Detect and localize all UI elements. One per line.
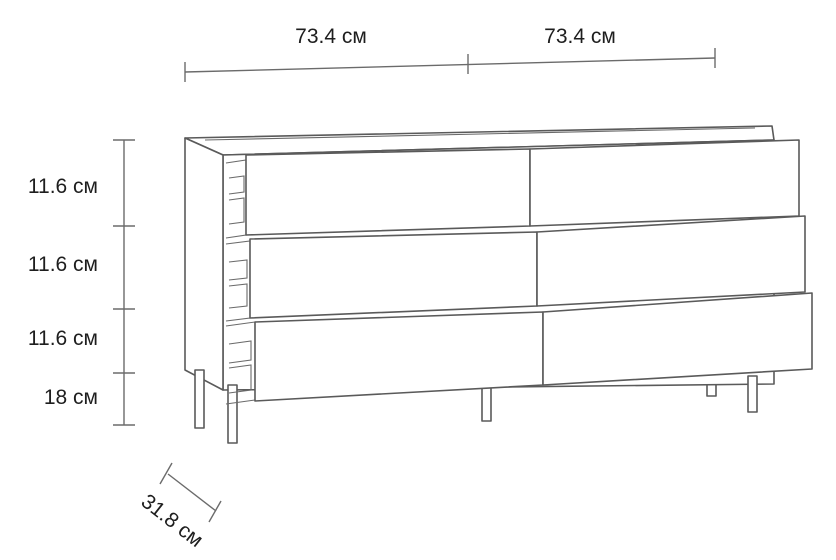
- runner-bottom-slot-2: [228, 364, 252, 394]
- leg-front-left: [227, 384, 238, 444]
- depth-dimension: 31.8 см: [137, 462, 222, 552]
- drawer-height-label-1: 11.6 см: [28, 175, 98, 198]
- top-inner-edge: [204, 127, 756, 141]
- drawer-middle-right: [536, 215, 806, 307]
- depth-tick-top: [159, 462, 173, 485]
- dresser-drawing: [184, 125, 813, 444]
- width-right-label: 73.4 см: [544, 25, 616, 48]
- drawer-top-left: [245, 148, 531, 236]
- width-line: [184, 57, 716, 73]
- runner-top-slot-2: [228, 197, 245, 225]
- depth-tick-bottom: [208, 500, 222, 523]
- left-side-panel: [184, 137, 224, 391]
- runner-bottom-slot: [228, 340, 252, 364]
- drawer-bottom-right: [542, 292, 813, 386]
- runner-middle-slot-2: [228, 283, 248, 309]
- height-dimension: 11.6 см 11.6 см 11.6 см 18 см: [28, 139, 135, 426]
- drawer-top-right: [529, 139, 800, 227]
- drawer-height-label-2: 11.6 см: [28, 253, 98, 276]
- leg-back-left: [481, 384, 492, 422]
- drawer-height-label-3: 11.6 см: [28, 327, 98, 350]
- leg-front-left-outer: [194, 369, 205, 429]
- width-left-label: 73.4 см: [295, 25, 367, 48]
- drawer-bottom-left: [254, 311, 544, 402]
- depth-line: [167, 473, 217, 512]
- runner-top-slot: [228, 175, 245, 195]
- leg-height-label: 18 см: [44, 386, 98, 409]
- drawer-middle-left: [249, 231, 538, 319]
- depth-label: 31.8 см: [137, 490, 208, 552]
- leg-front-right: [747, 375, 758, 413]
- width-dimension: 73.4 см 73.4 см: [184, 25, 716, 82]
- runner-middle-slot: [228, 259, 248, 281]
